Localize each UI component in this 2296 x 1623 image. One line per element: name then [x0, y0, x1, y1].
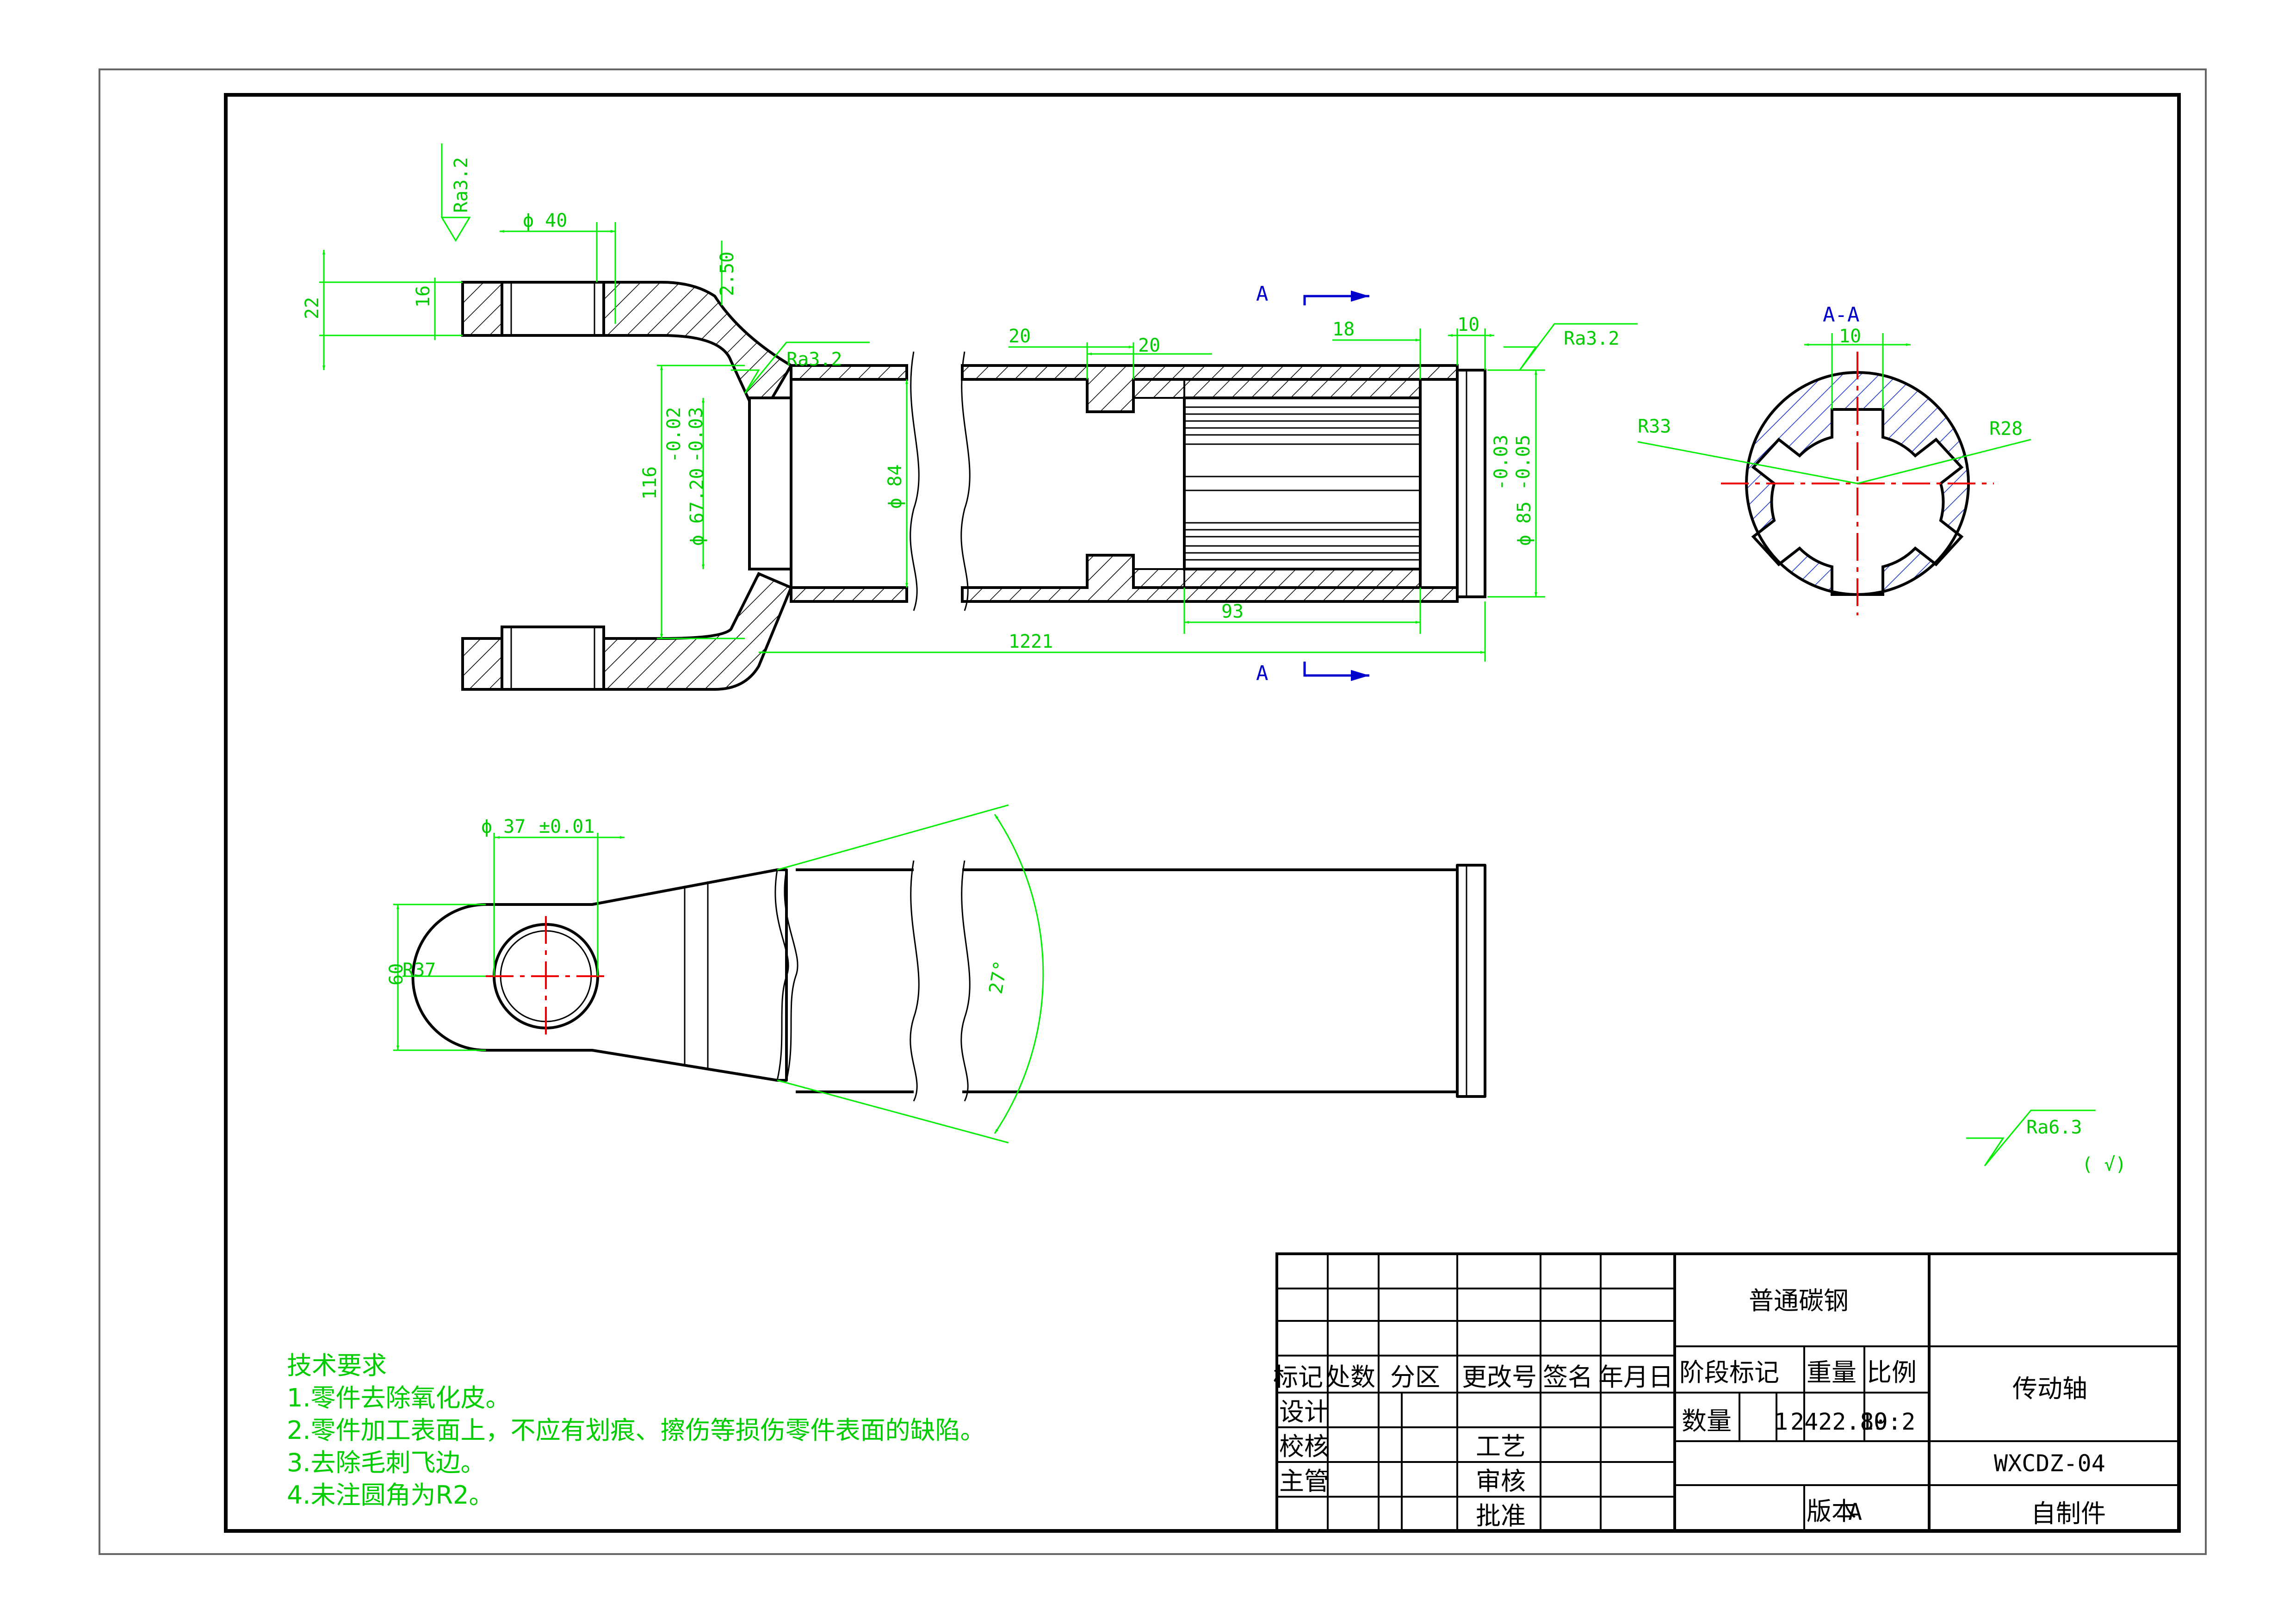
weight-label: 重量 [1807, 1358, 1857, 1387]
ra-yoke2: Ra3.2 [786, 349, 842, 370]
dim-sec-w10: 10 [1839, 326, 1861, 347]
section-hatch [1745, 371, 1970, 596]
spline-teeth-lines [1184, 406, 1420, 561]
outer-border [99, 68, 2207, 1555]
bore-ring [748, 396, 792, 570]
rev-header-3: 更改号 [1462, 1363, 1537, 1392]
ra-end: Ra3.2 [1564, 328, 1619, 349]
front-sectional-view [461, 281, 1486, 691]
dim-w18: 18 [1332, 319, 1355, 340]
rev-header-1: 处数 [1325, 1363, 1375, 1392]
rev-header-4: 签名 [1543, 1363, 1593, 1392]
dim-tol85b: -0.05 [1513, 435, 1534, 490]
dim-phi84: ϕ 84 [885, 465, 906, 509]
dim-h60: 60 [386, 963, 407, 985]
dim-phi67: ϕ 67.20 [687, 468, 708, 546]
spline-hatch-top2 [1183, 378, 1421, 399]
dim-h22: 22 [302, 297, 323, 319]
dim-tol85a: -0.03 [1491, 435, 1512, 490]
dim-tol67b: -0.03 [686, 407, 707, 463]
section-title: A-A [1823, 303, 1859, 327]
scale-label: 比例 [1867, 1358, 1917, 1387]
title-block [1275, 1252, 2180, 1532]
dim-w10: 10 [1457, 314, 1479, 335]
version-value: A [1848, 1499, 1862, 1525]
dim-w20a: 20 [1009, 326, 1031, 347]
ra-general: Ra6.3 [2026, 1117, 2082, 1138]
note-4: 4.未注圆角为R2。 [287, 1481, 494, 1510]
dim-l93: 93 [1221, 601, 1244, 622]
section-a-a: A-A R33 R28 10 [1637, 303, 2031, 615]
version-label: 版本 [1807, 1497, 1857, 1526]
qty-label: 数量 [1682, 1406, 1732, 1436]
qty-value: 1 [1774, 1408, 1788, 1435]
cut-label-bottom: A [1256, 662, 1269, 685]
cut-label-top: A [1256, 282, 1269, 306]
rev-header-2: 分区 [1390, 1363, 1440, 1392]
dim-phi37: ϕ 37 [481, 816, 526, 837]
general-roughness: Ra6.3 ( √) [1966, 1109, 2126, 1175]
rev-header-5: 年月日 [1598, 1363, 1673, 1392]
stage-label: 阶段标记 [1679, 1358, 1779, 1387]
dim-phi40: ϕ 40 [523, 210, 567, 231]
source: 自制件 [2031, 1499, 2106, 1528]
part-name: 传动轴 [2012, 1374, 2087, 1403]
dim-tol37: ±0.01 [539, 816, 594, 837]
dim-d50: 2.50 [717, 252, 738, 296]
end-collar [1456, 369, 1486, 598]
dim-r33: R33 [1638, 416, 1671, 437]
dim-h16: 16 [413, 285, 434, 308]
dim-phi85: ϕ 85 [1514, 502, 1535, 546]
spline-hatch-bottom2 [1183, 568, 1421, 588]
spline-hatch-bottom [1133, 568, 1185, 588]
note-2: 2.零件加工表面上，不应有划痕、擦伤等损伤零件表面的缺陷。 [287, 1416, 985, 1445]
dim-l1221: 1221 [1009, 631, 1053, 652]
role-design: 设计 [1279, 1397, 1329, 1426]
note-1: 1.零件去除氧化皮。 [287, 1383, 511, 1412]
front-view-dimensions: ϕ 40 22 16 2.50 116 ϕ 67.20 -0.02 -0.03 … [302, 143, 1638, 685]
tube-wall-bottom-left [790, 586, 908, 603]
dim-ang27: 27° [985, 959, 1012, 996]
ra-yoke: Ra3.2 [451, 157, 472, 213]
dim-h116: 116 [639, 466, 661, 500]
role-check: 校核 [1279, 1432, 1329, 1461]
notes-title: 技术要求 [287, 1351, 387, 1380]
ra-general-check: ( √) [2082, 1154, 2126, 1175]
weight-value: 2422.89 [1790, 1408, 1888, 1435]
note-3: 3.去除毛刺飞边。 [287, 1448, 486, 1477]
material: 普通碳钢 [1749, 1286, 1849, 1315]
dim-r37: R37 [402, 960, 436, 981]
top-view: ϕ 37 ±0.01 60 R37 27° [386, 804, 1486, 1144]
role-approve: 批准 [1476, 1501, 1526, 1530]
lower-lug [501, 626, 605, 691]
technical-notes: 技术要求 1.零件去除氧化皮。 2.零件加工表面上，不应有划痕、擦伤等损伤零件表… [287, 1351, 985, 1510]
scale-value: 10:2 [1860, 1408, 1915, 1435]
title-block-text: 普通碳钢 传动轴 WXCDZ-04 自制件 标记 处数 分区 更改号 签名 年月… [1273, 1286, 2106, 1530]
spline-hatch-top [1133, 378, 1185, 399]
role-manager: 主管 [1279, 1467, 1329, 1496]
dim-r28: R28 [1989, 418, 2023, 440]
role-process: 工艺 [1476, 1432, 1526, 1461]
spline-bore [1183, 396, 1422, 570]
dim-w20b: 20 [1138, 335, 1160, 356]
role-review: 审核 [1476, 1467, 1526, 1496]
rev-header-0: 标记 [1273, 1363, 1323, 1392]
drawing-number: WXCDZ-04 [1994, 1450, 2105, 1477]
upper-lug [501, 281, 605, 337]
dim-tol67a: -0.02 [663, 407, 685, 463]
inner-frame [224, 93, 2181, 1533]
